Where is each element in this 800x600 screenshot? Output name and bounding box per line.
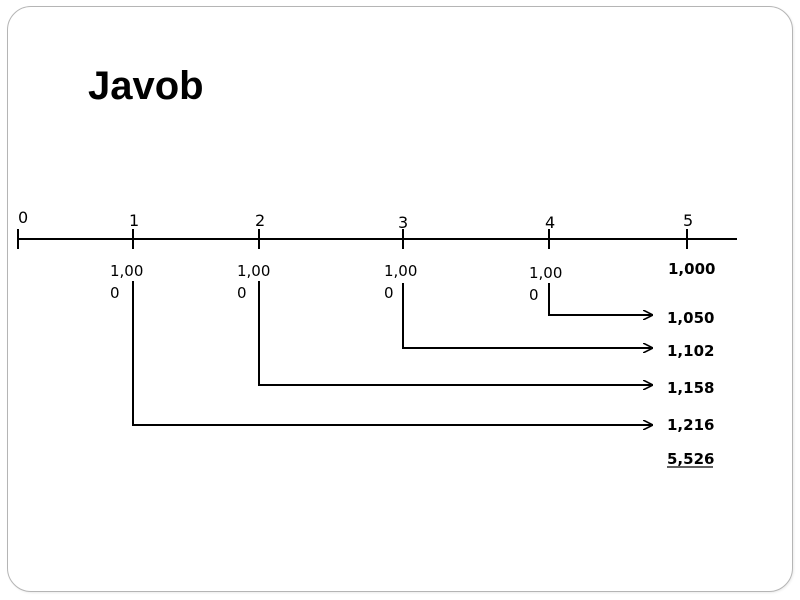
tick-label-0: 0 — [18, 208, 28, 227]
cash-flow-4-line1: 1,00 — [529, 264, 562, 282]
tick-label-4: 4 — [545, 213, 555, 232]
future-value-year-2: 1,158 — [667, 379, 714, 397]
page-title: Javob — [88, 64, 204, 108]
slide-frame — [7, 6, 793, 592]
cash-flow-1-line1: 1,00 — [110, 262, 143, 280]
tick-label-1: 1 — [129, 211, 139, 230]
future-value-year-5: 1,000 — [668, 260, 715, 278]
cash-flow-3-line2: 0 — [384, 284, 394, 302]
cash-flow-1-line2: 0 — [110, 284, 120, 302]
total-value: 5,526 — [667, 450, 714, 468]
cash-flow-2-line2: 0 — [237, 284, 247, 302]
tick-label-5: 5 — [683, 211, 693, 230]
tick-label-2: 2 — [255, 211, 265, 230]
compound-arrow-year-4 — [548, 283, 652, 315]
cash-flow-4-line2: 0 — [529, 286, 539, 304]
cash-flow-2-line1: 1,00 — [237, 262, 270, 280]
future-value-year-3: 1,102 — [667, 342, 714, 360]
compound-arrow-year-3 — [402, 283, 652, 348]
compound-arrow-year-2 — [258, 281, 652, 385]
future-value-year-1: 1,216 — [667, 416, 714, 434]
compound-arrow-year-1 — [132, 281, 652, 425]
cash-flow-3-line1: 1,00 — [384, 262, 417, 280]
tick-label-3: 3 — [398, 213, 408, 232]
future-value-year-4: 1,050 — [667, 309, 714, 327]
